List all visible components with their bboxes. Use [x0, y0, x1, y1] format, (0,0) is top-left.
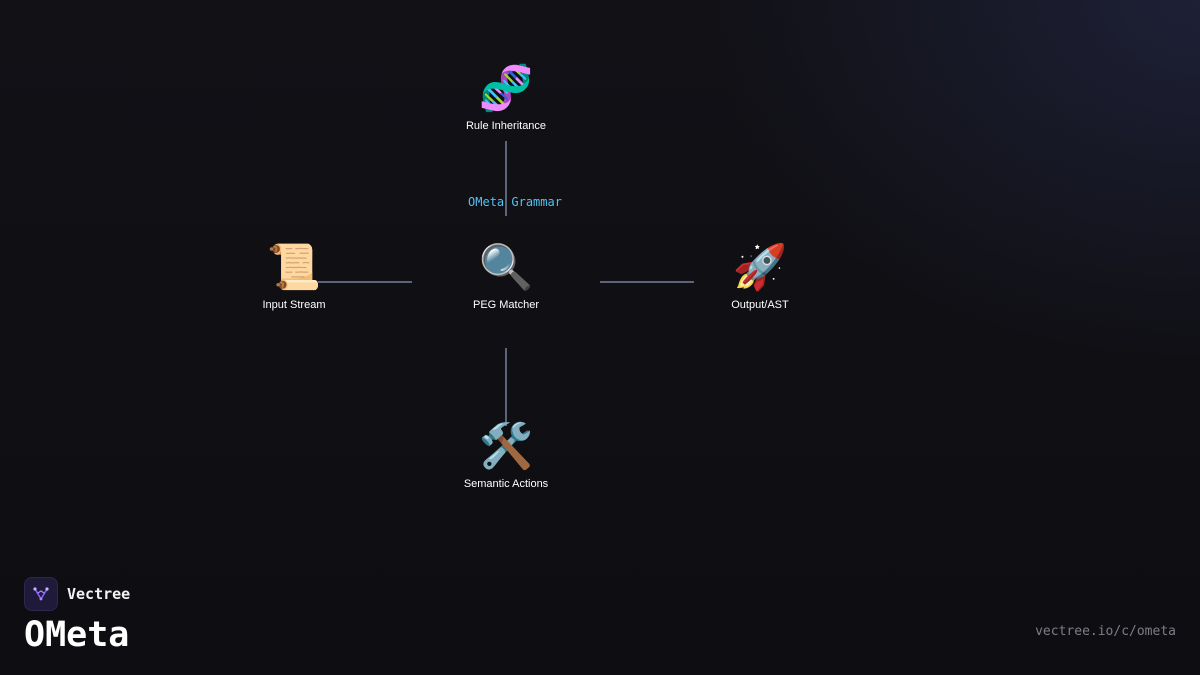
scroll-icon: 📜 — [266, 242, 322, 293]
connector-left — [318, 281, 412, 283]
node-label-output-ast: Output/AST — [731, 299, 789, 311]
connector-bottom — [505, 348, 507, 426]
dna-icon: 🧬 — [478, 63, 534, 114]
node-label-peg-matcher: PEG Matcher — [472, 299, 540, 311]
node-label-semantic-actions: Semantic Actions — [463, 478, 549, 490]
connector-top — [505, 141, 507, 216]
node-output-ast: 🚀 Output/AST — [680, 241, 840, 311]
node-peg-matcher: 🔍 PEG Matcher — [426, 241, 586, 311]
vectree-logo-icon — [24, 577, 58, 611]
diagram-center-label: OMeta Grammar — [468, 195, 562, 209]
page-title: OMeta — [24, 615, 130, 655]
node-semantic-actions: 🛠️ Semantic Actions — [426, 420, 586, 490]
footer-url: vectree.io/c/ometa — [1035, 624, 1176, 639]
node-rule-inheritance: 🧬 Rule Inheritance — [426, 62, 586, 132]
brand-name: Vectree — [67, 585, 131, 603]
hammer-wrench-icon: 🛠️ — [478, 421, 534, 472]
node-label-rule-inheritance: Rule Inheritance — [465, 120, 547, 132]
brand-block: Vectree OMeta — [24, 577, 130, 655]
node-input-stream: 📜 Input Stream — [214, 241, 374, 311]
connector-right — [600, 281, 694, 283]
node-label-input-stream: Input Stream — [262, 299, 326, 311]
magnifier-icon: 🔍 — [478, 242, 534, 293]
rocket-icon: 🚀 — [732, 242, 788, 293]
